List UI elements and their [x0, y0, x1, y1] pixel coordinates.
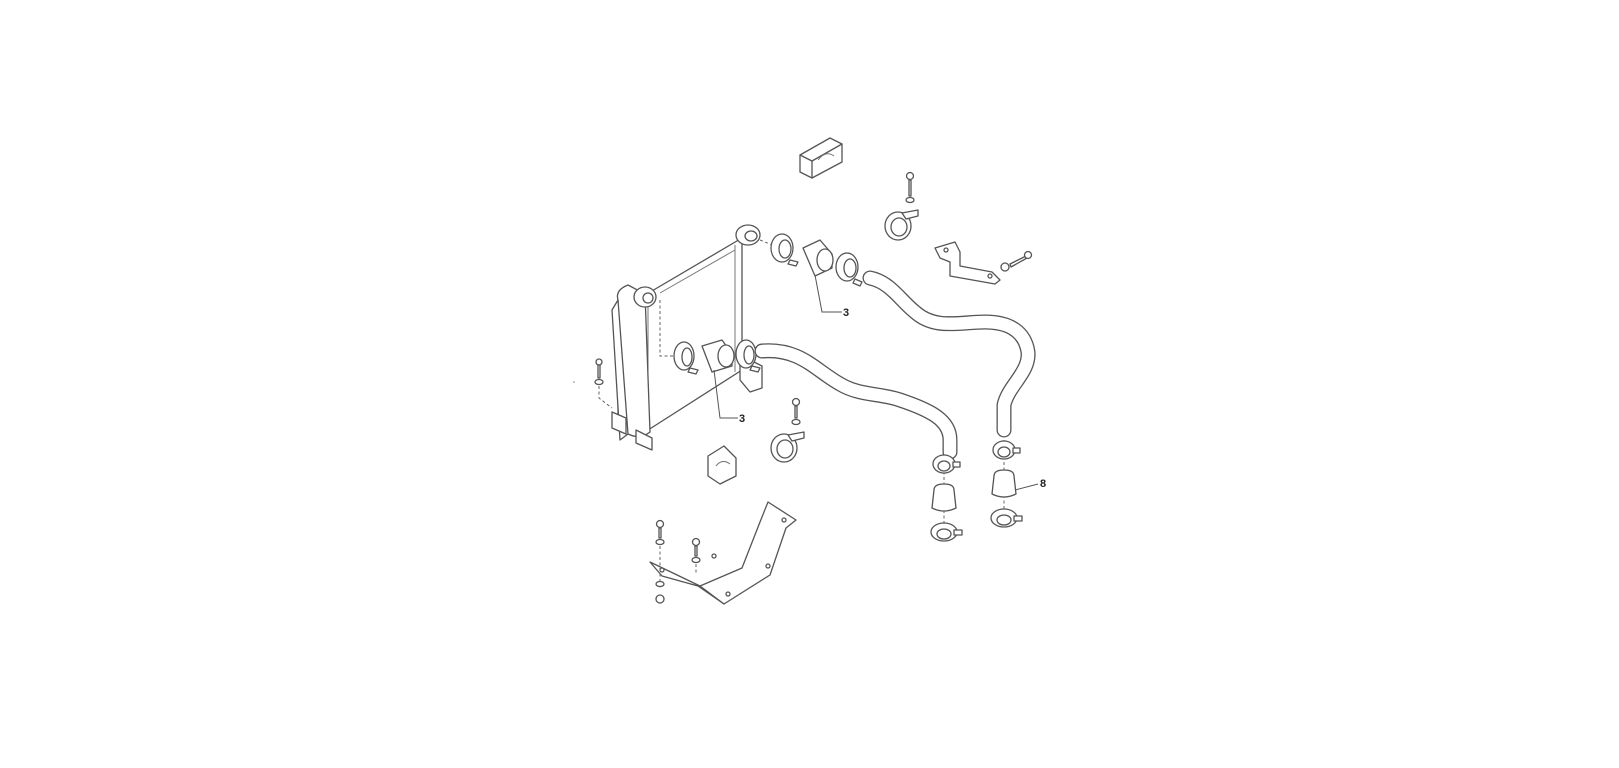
lower-hose-clamp-right [735, 339, 761, 373]
stray-mark [573, 381, 575, 383]
left-side-bolt [594, 358, 613, 409]
right-angle-bracket [934, 241, 1001, 285]
lower-left-connector-stack [930, 454, 963, 542]
bottom-mounting-bracket [649, 501, 797, 605]
top-p-clamp [884, 209, 919, 241]
bracket-bolt-left [655, 519, 665, 604]
lower-right-connector-stack [990, 440, 1023, 528]
lower-coolant-hose [754, 343, 958, 460]
callout-label: 3 [843, 307, 849, 319]
callout-label: 8 [1040, 478, 1046, 490]
lower-sleeve [701, 339, 735, 373]
mid-bolt [791, 397, 801, 426]
upper-sleeve [802, 239, 834, 277]
callout-lower-sleeve: 3 [713, 369, 745, 425]
intercooler-core [611, 224, 781, 451]
callout-right-connector: 8 [1014, 478, 1046, 491]
upper-hose-clamp-left [770, 233, 799, 267]
callout-upper-sleeve: 3 [814, 274, 849, 319]
callout-label: 3 [739, 413, 745, 425]
upper-coolant-hose [862, 270, 1036, 438]
right-bolt [1000, 250, 1033, 272]
mid-rubber-mount [707, 445, 737, 485]
top-rubber-mount [799, 137, 843, 179]
upper-hose-clamp-right [835, 252, 863, 287]
lower-hose-clamp-left [673, 341, 699, 375]
bracket-bolt-right [691, 537, 701, 574]
top-bolt [905, 171, 915, 204]
mid-p-clamp [770, 431, 805, 463]
